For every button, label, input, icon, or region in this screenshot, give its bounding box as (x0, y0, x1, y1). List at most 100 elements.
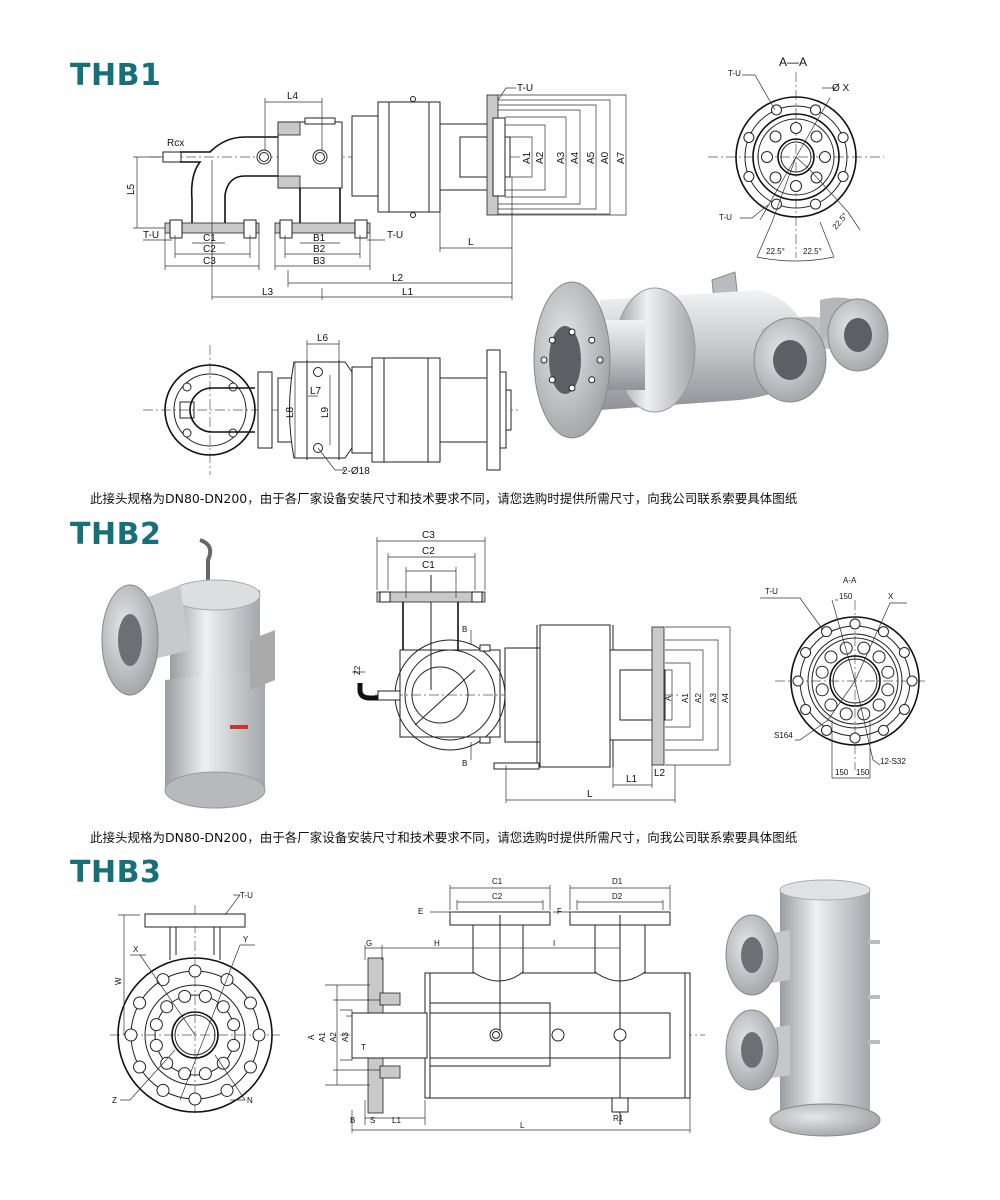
bolt-hole (596, 356, 604, 364)
bolt-hole (878, 626, 889, 638)
bolt-hole (819, 151, 831, 163)
bolt-hole (548, 336, 556, 344)
thb2-title: THB2 (70, 517, 162, 552)
label-a1: A1 (522, 151, 533, 164)
label-x: Ø X (832, 83, 850, 94)
label-l3: L3 (262, 287, 274, 298)
label-150: 150 (839, 592, 853, 601)
bolt-hole (220, 1083, 234, 1097)
label-d2: D2 (612, 892, 623, 901)
label-a2: A2 (694, 693, 703, 703)
bolt-hole (243, 996, 257, 1010)
thb1-note: 此接头规格为DN80-DN200，由于各厂家设备安装尺寸和技术要求不同，请您选购… (90, 491, 798, 506)
bolt-hole (220, 973, 234, 987)
bolt-hole (837, 171, 849, 183)
label-r1: R1 (613, 1114, 624, 1123)
bolt-hole (133, 996, 147, 1010)
bolt-hole (800, 647, 812, 658)
label-l6: L6 (317, 333, 329, 344)
label-holes: 12-S32 (880, 757, 906, 766)
label-c2: C2 (422, 546, 435, 557)
label-l8: L8 (285, 406, 296, 418)
label-l: L (468, 237, 474, 248)
label-rcx: Rcx (167, 138, 184, 149)
label-a2: A2 (329, 1032, 338, 1042)
label-c2: C2 (203, 244, 216, 255)
label-angle: 22.5° (803, 247, 822, 256)
bolt-hole (252, 1028, 266, 1042)
bolt-hole (178, 1067, 192, 1081)
label-angle: 22.5° (831, 211, 850, 231)
label-b: B (350, 1116, 355, 1125)
bolt-hole (227, 1018, 241, 1032)
label-a1: A1 (318, 1032, 327, 1042)
label-c2: C2 (492, 892, 503, 901)
label-l1: L1 (402, 287, 414, 298)
bolt-hole (839, 707, 853, 721)
bolt-hole (160, 1056, 174, 1070)
bolt-hole (878, 724, 889, 736)
label-l7: L7 (310, 386, 322, 397)
label-l9: L9 (320, 406, 331, 418)
bolt-hole (815, 665, 829, 679)
bolt-hole (769, 171, 782, 184)
bolt-hole (881, 683, 895, 697)
label-a3: A3 (709, 693, 718, 703)
bolt-hole (743, 131, 755, 143)
label-s164: S164 (774, 731, 793, 740)
bolt-hole (898, 704, 910, 715)
bolt-hole (906, 675, 918, 687)
thb3-side-view: C1 C2 D1 D2 E F G H I A A1 A2 A3 T B S L… (307, 877, 705, 1133)
thb1-product-photo (533, 271, 889, 439)
bolt-hole (568, 384, 576, 392)
label-b2: B2 (313, 244, 326, 255)
label-a4: A4 (570, 151, 581, 164)
label-a: A (664, 695, 673, 701)
label-150: 150 (835, 768, 849, 777)
bolt-hole (810, 104, 822, 116)
bolt-hole (790, 180, 802, 192)
label-x: X (133, 945, 139, 954)
bolt-hole (800, 704, 812, 715)
bolt-hole (821, 626, 832, 638)
label-tu: T-U (719, 213, 732, 222)
label-l2: L2 (392, 273, 404, 284)
label-tu-top: T-U (517, 83, 533, 94)
bolt-hole (149, 1038, 163, 1052)
bolt-hole (821, 724, 832, 736)
bolt-hole (216, 1000, 230, 1014)
label-a5: A5 (586, 151, 597, 164)
label-w: W (114, 977, 123, 985)
bolt-hole (588, 336, 596, 344)
label-a: A (307, 1034, 316, 1040)
bolt-hole (133, 1060, 147, 1074)
label-150: 150 (856, 768, 870, 777)
label-a2: A2 (535, 151, 546, 164)
label-l1: L1 (392, 1116, 401, 1125)
label-t: T (361, 1043, 366, 1052)
label-a3: A3 (341, 1032, 350, 1042)
bolt-hole (857, 707, 871, 721)
label-z: Z (112, 1096, 117, 1105)
bolt-hole (188, 1092, 202, 1106)
bolt-hole (227, 1038, 241, 1052)
label-n: N (247, 1096, 253, 1105)
bolt-hole (872, 698, 886, 712)
bolt-hole (824, 698, 838, 712)
bolt-hole (149, 1018, 163, 1032)
label-a7: A7 (616, 151, 627, 164)
label-tu-right: T-U (387, 230, 403, 241)
label-z2: Z2 (353, 665, 362, 675)
label-h: H (434, 939, 440, 948)
bolt-hole (548, 376, 556, 384)
label-x: X (888, 592, 894, 601)
label-b3: B3 (313, 256, 326, 267)
label-c1: C1 (203, 233, 216, 244)
label-e: E (418, 907, 423, 916)
label-tu: T-U (240, 891, 253, 900)
label-tu-left: T-U (143, 230, 159, 241)
bolt-hole (156, 973, 170, 987)
label-g: G (366, 939, 372, 948)
label-tu: T-U (765, 587, 778, 596)
thb1-title: THB1 (70, 58, 162, 93)
